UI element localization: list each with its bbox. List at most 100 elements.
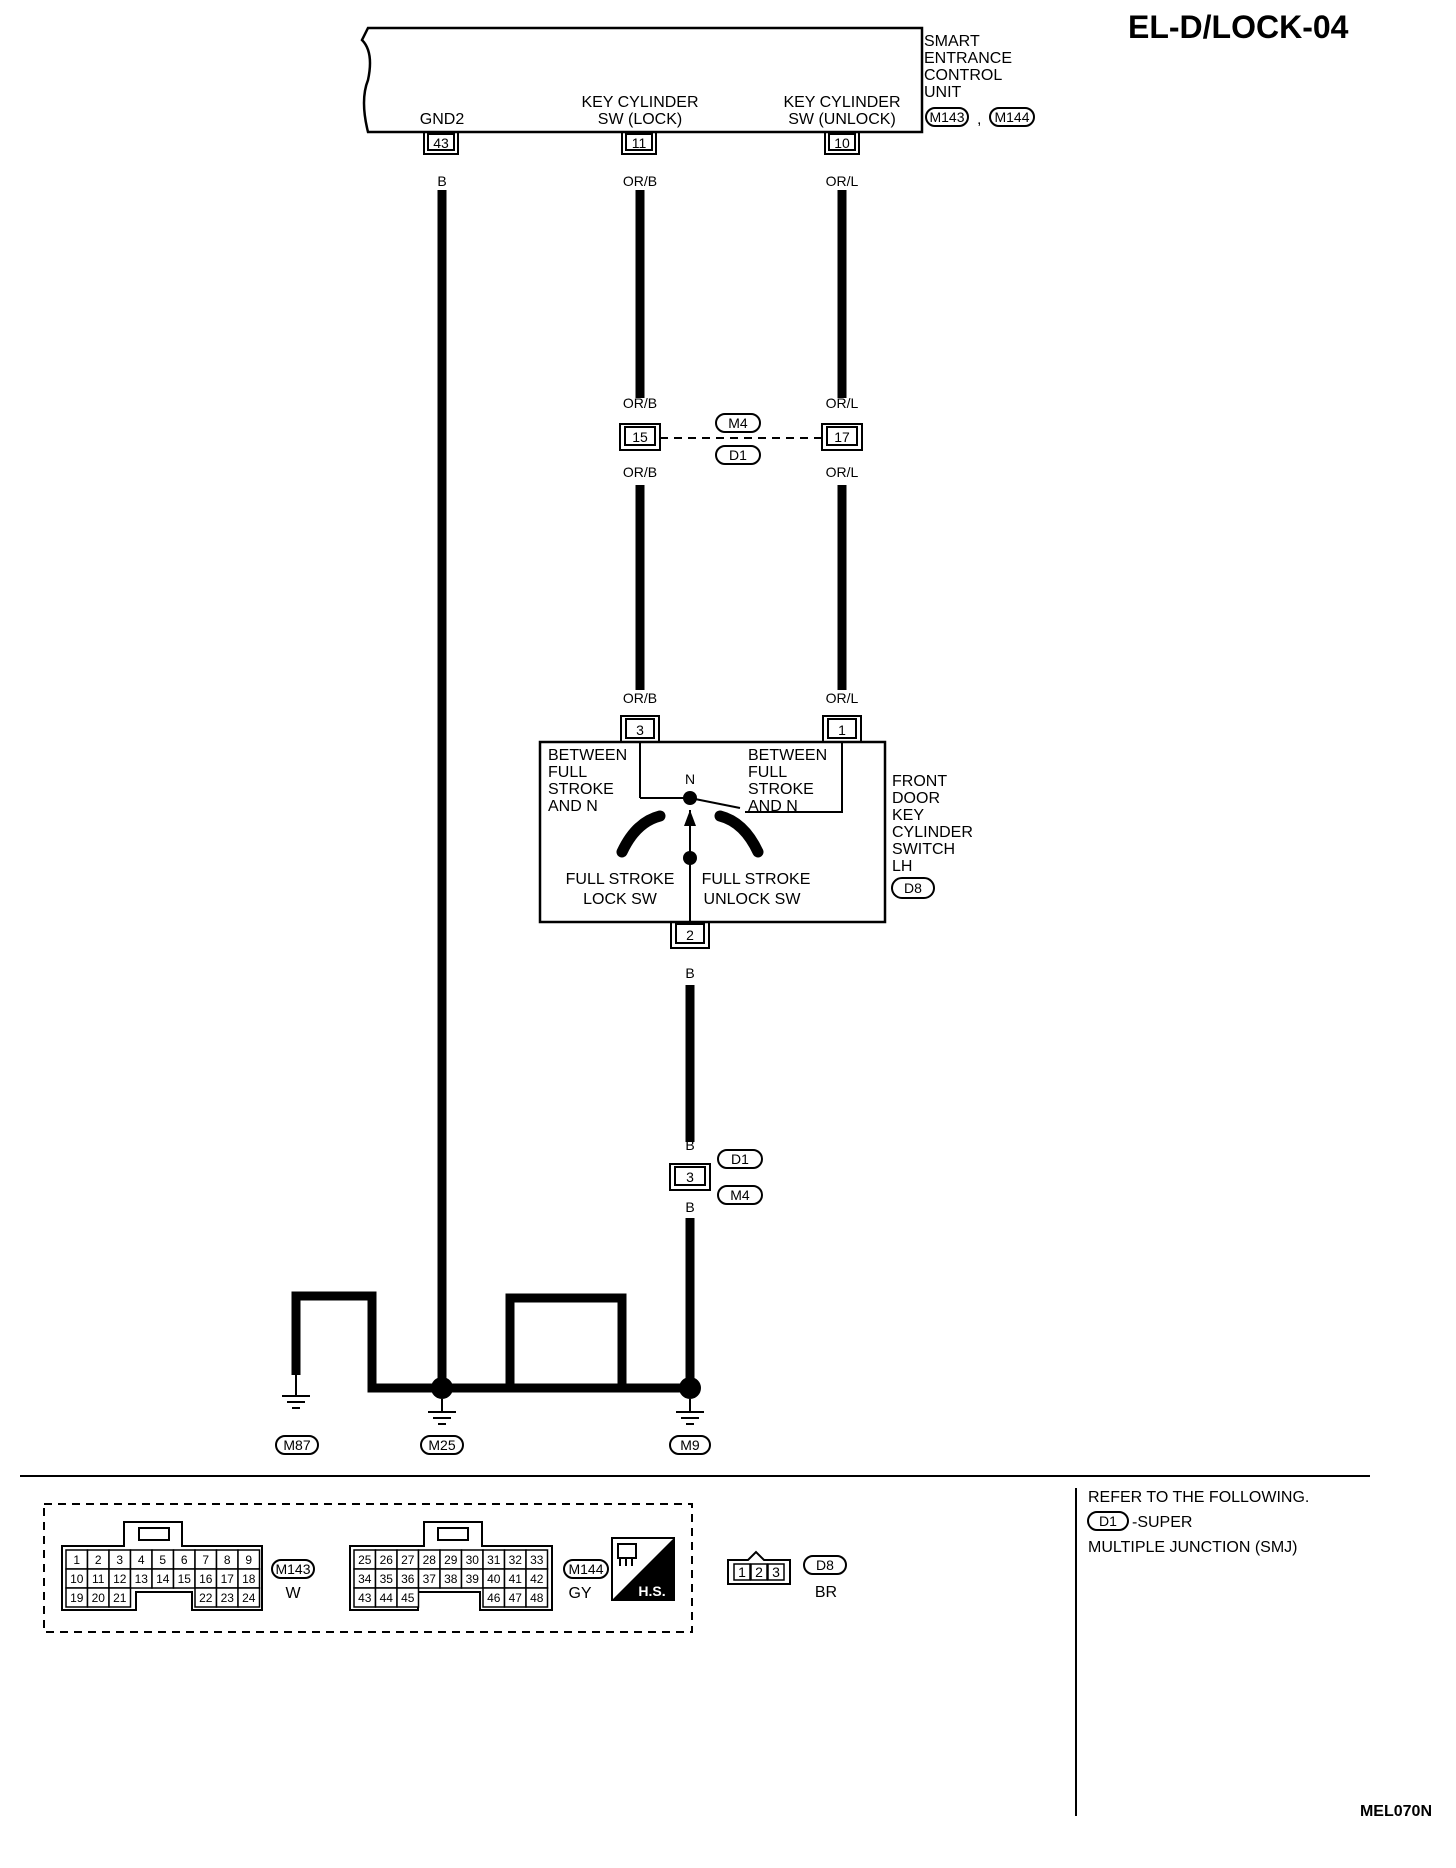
sw-lock-label-2: LOCK SW: [583, 891, 658, 908]
m143-color: W: [285, 1585, 301, 1602]
j2-pin-3: 3: [686, 1169, 694, 1185]
cavity-number: 26: [380, 1553, 394, 1567]
cavity-number: 14: [156, 1572, 170, 1586]
cavity-number: 27: [401, 1553, 415, 1567]
control-unit-name-4: UNIT: [924, 84, 962, 101]
switch-box: [538, 740, 887, 924]
switch-neutral-point: [683, 791, 697, 805]
cavity-number: 10: [70, 1572, 84, 1586]
j2-badge-d1: [717, 1149, 763, 1169]
pin-box-11: [621, 131, 657, 155]
m144-code: M144: [568, 1561, 603, 1577]
sw-right-note-4: AND N: [748, 798, 798, 815]
reference-line-2: MULTIPLE JUNCTION (SMJ): [1088, 1539, 1297, 1556]
cavity-number: 8: [224, 1553, 231, 1567]
j1-code-m4: M4: [728, 415, 748, 431]
ground-wire-label-1: B: [291, 1335, 300, 1351]
ground-splice-m25: [431, 1377, 453, 1399]
d8-pin-1: 1: [738, 1564, 746, 1580]
ground-code-m9: M9: [680, 1437, 700, 1453]
j2-pin-box-3: [669, 1163, 711, 1191]
terminal-label-gnd2: GND2: [420, 111, 465, 128]
sw-name-3: KEY: [892, 807, 924, 824]
cavity-number: 43: [358, 1591, 372, 1605]
cavity-number: 2: [95, 1553, 102, 1567]
connector-separator: ,: [977, 111, 981, 128]
sw-left-note-2: FULL: [548, 764, 587, 781]
lock-contact-arc: [616, 810, 666, 858]
wire-ground-left: [291, 1291, 690, 1393]
wire-ground-bridge: [505, 1293, 627, 1388]
cavity-number: 38: [444, 1572, 458, 1586]
pin-box-43: [423, 131, 459, 155]
unlock-contact-arc: [714, 810, 764, 858]
cavity-number: 30: [466, 1553, 480, 1567]
sw-pin-2: 2: [686, 927, 694, 943]
connector-badge-m143: [925, 107, 969, 127]
cavity-box: [396, 1587, 420, 1608]
cavity-number: 12: [113, 1572, 127, 1586]
connector-icon: [617, 1543, 637, 1559]
sw-name-4: CYLINDER: [892, 824, 973, 841]
wire-color-gnd2: B: [437, 173, 446, 189]
connector-code-m144: M144: [994, 109, 1029, 125]
sw-neutral-label: N: [685, 771, 695, 787]
j1-pin-15: 15: [632, 429, 648, 445]
sw-name-5: SWITCH: [892, 841, 955, 858]
connector-code-m143: M143: [929, 109, 964, 125]
cavity-number: 24: [242, 1591, 256, 1605]
sw-badge-d8: [891, 877, 935, 899]
control-unit-name-3: CONTROL: [924, 67, 1002, 84]
cavity-number: 47: [509, 1591, 523, 1605]
j2-wire-out: B: [685, 1199, 694, 1215]
reference-note: REFER TO THE FOLLOWING. D1 -SUPER MULTIP…: [1087, 1489, 1309, 1556]
j1-badge-d1: [715, 445, 761, 465]
cavity-number: 37: [423, 1572, 437, 1586]
cavity-number: 23: [221, 1591, 235, 1605]
cavity-number: 18: [242, 1572, 256, 1586]
terminal-label-unlock-2: SW (UNLOCK): [788, 111, 896, 128]
cavity-number: 36: [401, 1572, 415, 1586]
cavity-number: 6: [181, 1553, 188, 1567]
reference-code: D1: [1099, 1513, 1117, 1529]
sw-pin-1: 1: [838, 722, 846, 738]
control-unit-box: [360, 26, 924, 134]
sw-left-note-4: AND N: [548, 798, 598, 815]
d8-pin-2: 2: [755, 1564, 763, 1580]
pin-43: 43: [433, 135, 449, 151]
j1-wire-out-lock: OR/B: [623, 464, 657, 480]
cavity-number: 31: [487, 1553, 501, 1567]
cavity-number: 22: [199, 1591, 213, 1605]
control-unit: SMART ENTRANCE CONTROL UNIT M143 , M144 …: [360, 26, 1035, 189]
key-cylinder-switch: OR/B OR/L 3 1 BETWEEN FULL STROKE AND N …: [538, 690, 973, 981]
cavity-number: 9: [245, 1553, 252, 1567]
sw-wire-lock: OR/B: [623, 690, 657, 706]
sw-pin-box-2: [670, 921, 710, 949]
control-unit-name-1: SMART: [924, 33, 980, 50]
pin-box-10: [824, 131, 860, 155]
terminal-label-lock-1: KEY CYLINDER: [581, 94, 698, 111]
switch-contact-point: [683, 851, 697, 865]
terminal-label-unlock-1: KEY CYLINDER: [783, 94, 900, 111]
cavity-number: 15: [178, 1572, 192, 1586]
cavity-box: [525, 1587, 549, 1608]
ground-code-m25: M25: [428, 1437, 455, 1453]
j1-badge-m4: [715, 413, 761, 433]
cavity-box: [237, 1587, 261, 1608]
m143-code: M143: [275, 1561, 310, 1577]
cavity-number: 40: [487, 1572, 501, 1586]
cavity-number: 25: [358, 1553, 372, 1567]
cavity-number: 32: [509, 1553, 523, 1567]
d8-pin-3: 3: [772, 1564, 780, 1580]
cavity-number: 4: [138, 1553, 145, 1567]
sw-pin-3: 3: [636, 722, 644, 738]
cavity-number: 39: [466, 1572, 480, 1586]
cavity-number: 46: [487, 1591, 501, 1605]
sw-right-note-1: BETWEEN: [748, 747, 827, 764]
sw-name-2: DOOR: [892, 790, 940, 807]
j2-badge-m4: [717, 1185, 763, 1205]
j1-wire-out-unlock: OR/L: [826, 464, 859, 480]
